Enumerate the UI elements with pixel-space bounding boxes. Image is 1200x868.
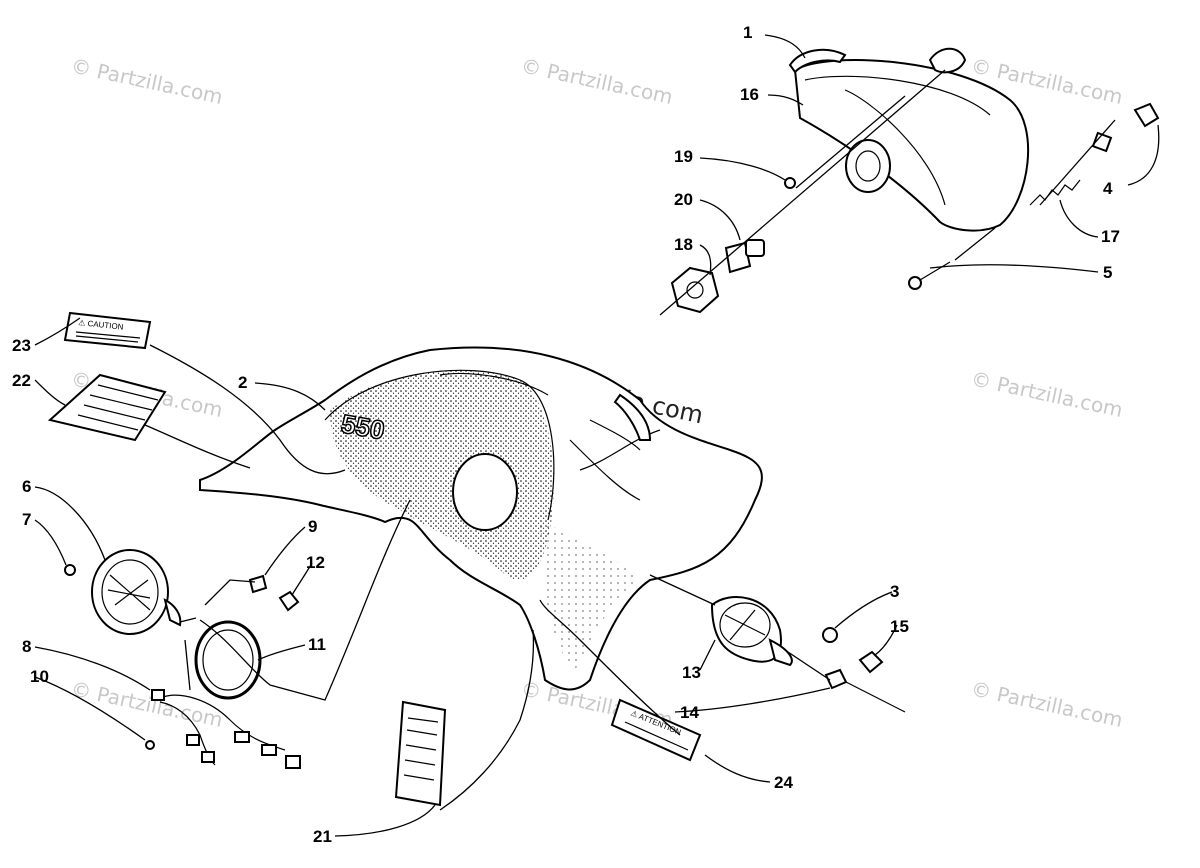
watermark: © Partzilla.com [969,676,1125,732]
watermark: © Partzilla.com [519,53,675,109]
gauge-leader-lines [184,499,411,701]
callout-4: 4 [1103,179,1113,198]
callout-23: 23 [12,336,31,355]
adjuster-screw [908,261,951,290]
right-gauge-assembly [710,596,906,713]
callout-18: 18 [674,235,693,254]
attention-decal: ⚠ ATTENTION [610,698,702,762]
callout-2: 2 [238,373,247,392]
watermark: © Partzilla.com [69,53,225,109]
gauge-bezel-ring [194,620,262,700]
callout-11: 11 [308,635,326,654]
callout-3: 3 [890,582,899,601]
headlight-housing [793,47,1030,232]
callout-8: 8 [22,637,31,656]
callout-7: 7 [22,510,31,529]
callout-20: 20 [674,190,693,209]
callout-13: 13 [682,663,701,682]
caution-decal: ⚠ CAUTION [63,311,152,350]
hood-panel [199,346,763,691]
hood-badge-text: 550 [339,408,387,445]
bulb-and-socket [670,177,796,314]
adjuster-spring [1029,102,1160,206]
callout-10: 10 [30,667,49,686]
callout-17: 17 [1101,227,1120,246]
callout-9: 9 [308,517,317,536]
callout-16: 16 [740,85,759,104]
callout-24: 24 [774,773,793,792]
callout-6: 6 [22,477,31,496]
callout-5: 5 [1103,263,1112,282]
callout-15: 15 [890,617,909,636]
callout-labels: 1 16 19 20 18 4 17 5 23 22 2 6 7 9 12 11… [12,23,1120,846]
decal-leader-lines [144,344,681,811]
hood-badge: 550 [338,408,387,447]
warning-decal [47,373,167,442]
callout-1: 1 [743,23,752,42]
right-gauge-leader-lines [649,574,831,681]
instruction-decal [394,700,447,807]
callout-21: 21 [313,827,332,846]
callout-12: 12 [306,553,325,572]
gauge-assembly [64,549,300,635]
callout-22: 22 [12,371,31,390]
watermark: © Partzilla.com [969,366,1125,422]
callout-leaders [34,34,1160,837]
wire-harness [145,689,301,769]
watermark: © Partzilla.com [69,676,225,732]
headlight-leader-lines [659,69,1116,316]
callout-19: 19 [674,147,693,166]
callout-14: 14 [680,703,699,722]
